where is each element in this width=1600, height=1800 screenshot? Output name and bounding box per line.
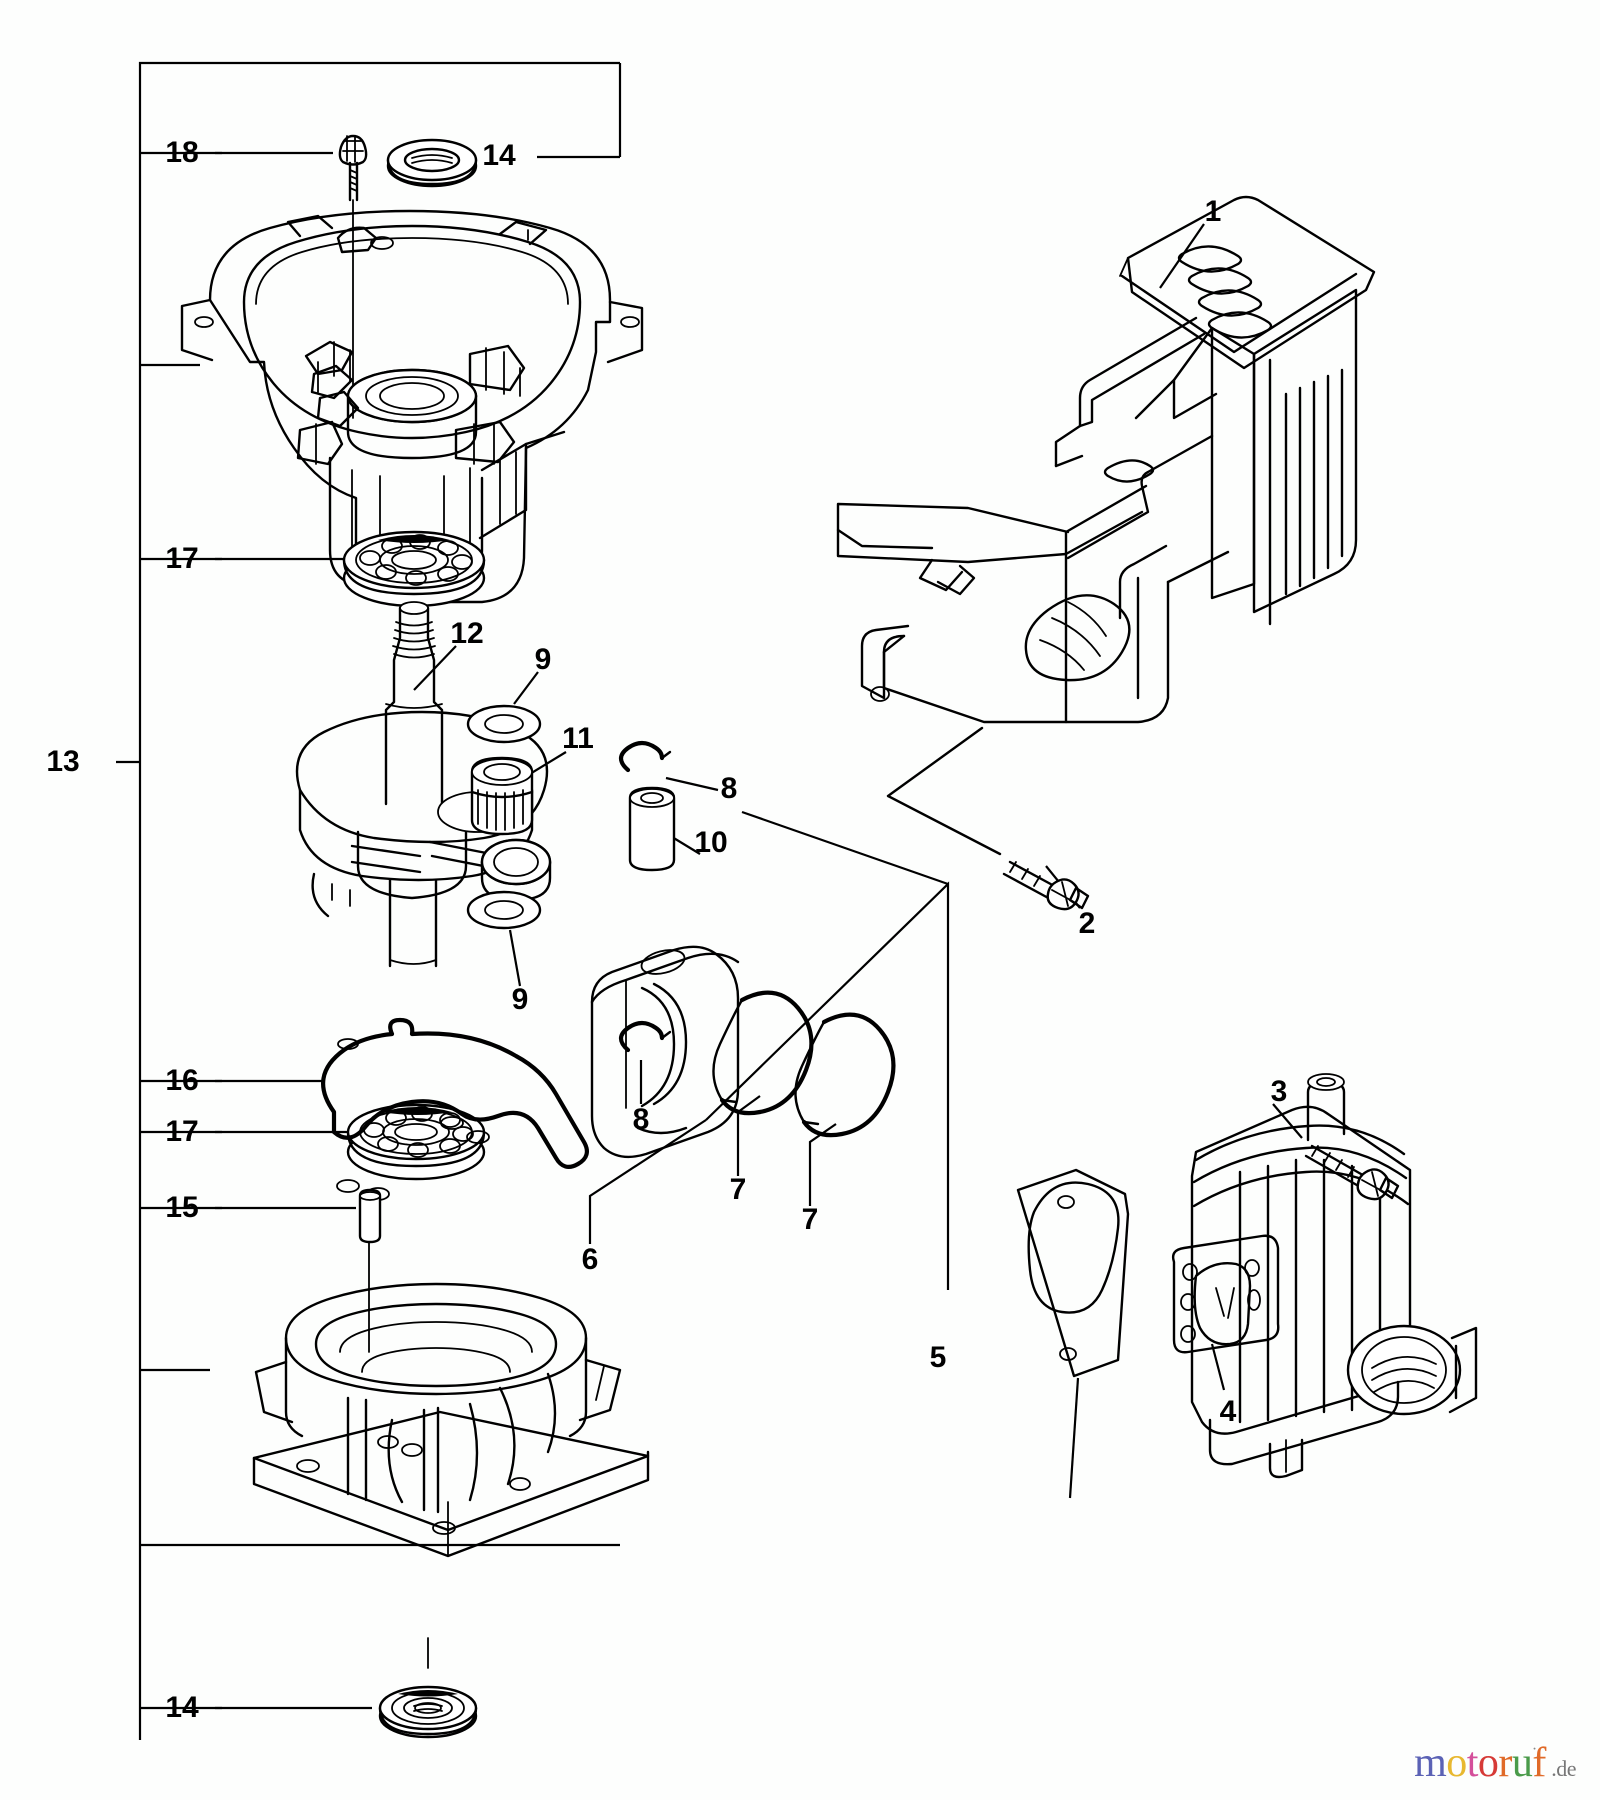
callout-7-upper: 7 bbox=[729, 1173, 747, 1206]
part-crankcase-gasket bbox=[215, 1017, 589, 1201]
callout-18: 18 bbox=[165, 136, 199, 169]
watermark-suffix: .de bbox=[1551, 1756, 1576, 1781]
callout-5: 5 bbox=[929, 1341, 947, 1374]
part-circlip-lower bbox=[618, 1020, 672, 1104]
part-cylinder bbox=[1171, 1073, 1478, 1479]
bracket-top-group bbox=[537, 63, 622, 159]
callout-8-upper: 8 bbox=[720, 772, 738, 805]
watermark-letter-f: f bbox=[1532, 1740, 1546, 1786]
part-oil-seal-upper bbox=[386, 138, 478, 188]
part-crankcase-upper bbox=[160, 209, 644, 604]
part-ball-bearing-upper bbox=[215, 530, 486, 608]
part-thrust-washer-upper bbox=[466, 671, 542, 744]
part-piston bbox=[588, 945, 740, 1244]
watermark-dot-accent: · bbox=[1531, 1741, 1538, 1758]
callout-14-lower: 14 bbox=[165, 1691, 199, 1724]
callout-7-lower: 7 bbox=[801, 1203, 819, 1236]
callout-6: 6 bbox=[581, 1243, 599, 1276]
part-piston-pin bbox=[628, 786, 701, 872]
part-crankcase-lower bbox=[160, 1282, 650, 1558]
callout-16: 16 bbox=[165, 1064, 199, 1097]
watermark-letter-t: t bbox=[1466, 1740, 1479, 1786]
callout-9-upper: 9 bbox=[534, 643, 552, 676]
part-oil-seal-lower bbox=[215, 1637, 478, 1739]
part-cylinder-gasket bbox=[1016, 1168, 1130, 1499]
callout-10: 10 bbox=[694, 826, 728, 859]
callout-15: 15 bbox=[165, 1191, 199, 1224]
part-needle-bearing bbox=[470, 751, 567, 836]
callout-11: 11 bbox=[562, 722, 594, 755]
callout-8-lower: 8 bbox=[632, 1103, 650, 1136]
callout-14-upper: 14 bbox=[482, 139, 516, 172]
callout-3: 3 bbox=[1270, 1075, 1288, 1108]
part-cylinder-screw bbox=[1272, 1103, 1400, 1201]
bracket-piston-group bbox=[705, 810, 950, 1290]
part-piston-ring-lower bbox=[794, 1012, 896, 1206]
callout-9-lower: 9 bbox=[511, 983, 529, 1016]
watermark-letter-r: r bbox=[1498, 1740, 1512, 1786]
part-piston-ring-upper bbox=[712, 990, 814, 1176]
watermark-letter-o1: o bbox=[1446, 1740, 1467, 1786]
part-thrust-washer-lower bbox=[466, 890, 542, 987]
part-cover-screw bbox=[886, 726, 1090, 911]
callout-1: 1 bbox=[1204, 195, 1222, 228]
part-crankcase-screw bbox=[215, 134, 368, 419]
callout-13: 13 bbox=[46, 745, 80, 778]
part-ball-bearing-lower bbox=[215, 1103, 486, 1181]
part-dowel-pin bbox=[215, 1188, 382, 1353]
callout-17-lower: 17 bbox=[165, 1115, 199, 1148]
callout-4: 4 bbox=[1219, 1395, 1237, 1428]
part-circlip-upper bbox=[618, 740, 719, 792]
watermark-letter-o2: o bbox=[1477, 1740, 1499, 1786]
bracket-short-block bbox=[116, 61, 620, 1740]
callout-17-upper: 17 bbox=[165, 542, 199, 575]
part-engine-cover bbox=[836, 195, 1376, 724]
watermark-letter-m: m bbox=[1414, 1740, 1447, 1786]
callout-12: 12 bbox=[450, 617, 484, 650]
callout-2: 2 bbox=[1078, 907, 1096, 940]
watermark-letter-u: u bbox=[1511, 1740, 1533, 1786]
motoruf-watermark: motoruf· .de bbox=[1414, 1740, 1576, 1786]
